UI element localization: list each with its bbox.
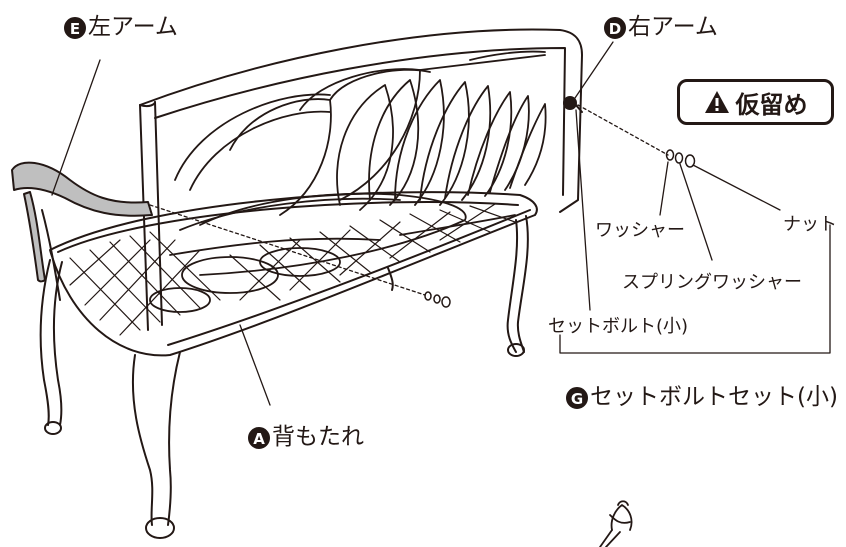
bolt-set-text: セットボルトセット(小) (590, 384, 838, 410)
spring-washer-label: スプリングワッシャー (622, 272, 802, 293)
backrest-frame (139, 28, 583, 213)
leader-lines (51, 41, 831, 406)
marker-d: D (604, 16, 626, 39)
set-bolt-label: セットボルト(小) (548, 316, 689, 337)
backrest-text: 背もたれ (272, 424, 364, 450)
seat-lattice (69, 203, 516, 336)
left-arm-part (11, 161, 153, 283)
right-arm-pivot (563, 96, 577, 110)
washer-nut-set-left (424, 291, 451, 308)
nut-label: ナット (783, 214, 837, 235)
left-arm-text: 左アーム (88, 14, 178, 40)
right-arm-text: 右アーム (628, 14, 718, 40)
bolt-guide-lines (149, 104, 669, 296)
rear-leg-left (387, 267, 394, 291)
rear-leg-right (506, 219, 519, 353)
warning-text: 仮留め (735, 90, 808, 119)
marker-a: A (248, 426, 270, 449)
warning-triangle-icon (704, 91, 729, 113)
temporary-fasten-warning: 仮留め (677, 79, 834, 125)
marker-e: E (64, 16, 86, 39)
front-leg (131, 354, 154, 526)
seat-frame (49, 191, 538, 357)
marker-g: G (566, 386, 588, 409)
washer-nut-set-right (665, 149, 696, 168)
backrest-lattice (149, 50, 547, 313)
tool-sketch (599, 500, 633, 547)
washer-label: ワッシャー (595, 220, 685, 241)
